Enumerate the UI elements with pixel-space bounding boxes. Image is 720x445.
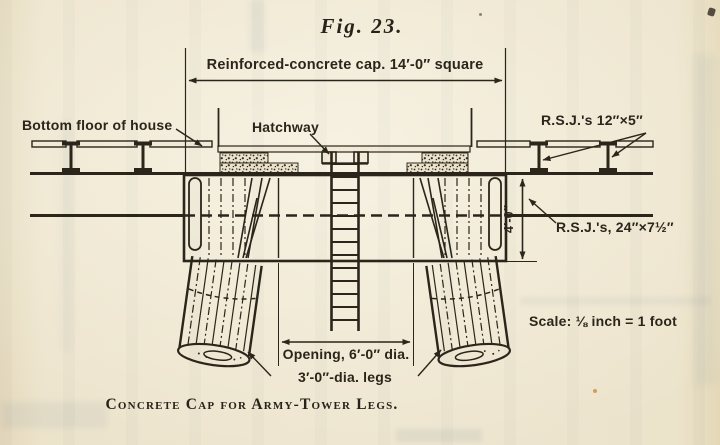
dimension-cap-width [184, 48, 507, 174]
embedded-leg-lines [237, 177, 453, 259]
figure-caption: Concrete Cap for Army-Tower Legs. [105, 396, 399, 413]
tower-leg-right [425, 255, 511, 368]
leader-hatchway [309, 133, 330, 155]
stirrup-bar-left [188, 177, 202, 251]
concrete-infill [219, 152, 469, 176]
rsj-12x5-section [62, 141, 152, 172]
label-rsj-large: R.S.J.'s, 24″×7½″ [556, 219, 674, 235]
concrete-cap [182, 173, 508, 263]
stirrup-bar-right [488, 177, 502, 251]
leader-arrows [175, 128, 647, 377]
label-opening: Opening, 6′-0″ dia. [282, 346, 410, 362]
leader-leg-left [247, 351, 272, 377]
ink-speck [479, 13, 482, 16]
floor-centre [217, 145, 471, 176]
label-bottom-floor: Bottom floor of house [22, 117, 173, 133]
label-cap-dimension: Reinforced-concrete cap. 14′-0″ square [206, 57, 484, 73]
leader-leg-right [417, 349, 442, 377]
label-cap-depth: 4′-0″ [502, 204, 516, 234]
leader-rsj12-b [611, 132, 647, 158]
label-hatchway: Hatchway [252, 119, 319, 135]
label-legs: 3′-0″-dia. legs [298, 369, 392, 385]
hatch-frame [321, 151, 369, 165]
dimension-opening [278, 263, 414, 366]
leader-rsj24 [528, 198, 557, 224]
ladder [330, 152, 360, 331]
label-rsj-small: R.S.J.'s 12″×5″ [541, 112, 643, 128]
scale-note: Scale: ⅛ inch = 1 foot [529, 313, 677, 329]
tower-leg-left [177, 255, 263, 368]
leader-bottom-floor [175, 128, 203, 147]
figure-number: Fig. 23. [320, 14, 404, 38]
floor-right [476, 140, 654, 172]
foxing-speck [593, 389, 597, 393]
leader-rsj12-a [542, 132, 647, 162]
dimension-cap-depth [506, 178, 537, 263]
rsj-24-beams [30, 172, 653, 217]
floor-left [31, 140, 213, 172]
ladder-rungs [331, 163, 359, 321]
